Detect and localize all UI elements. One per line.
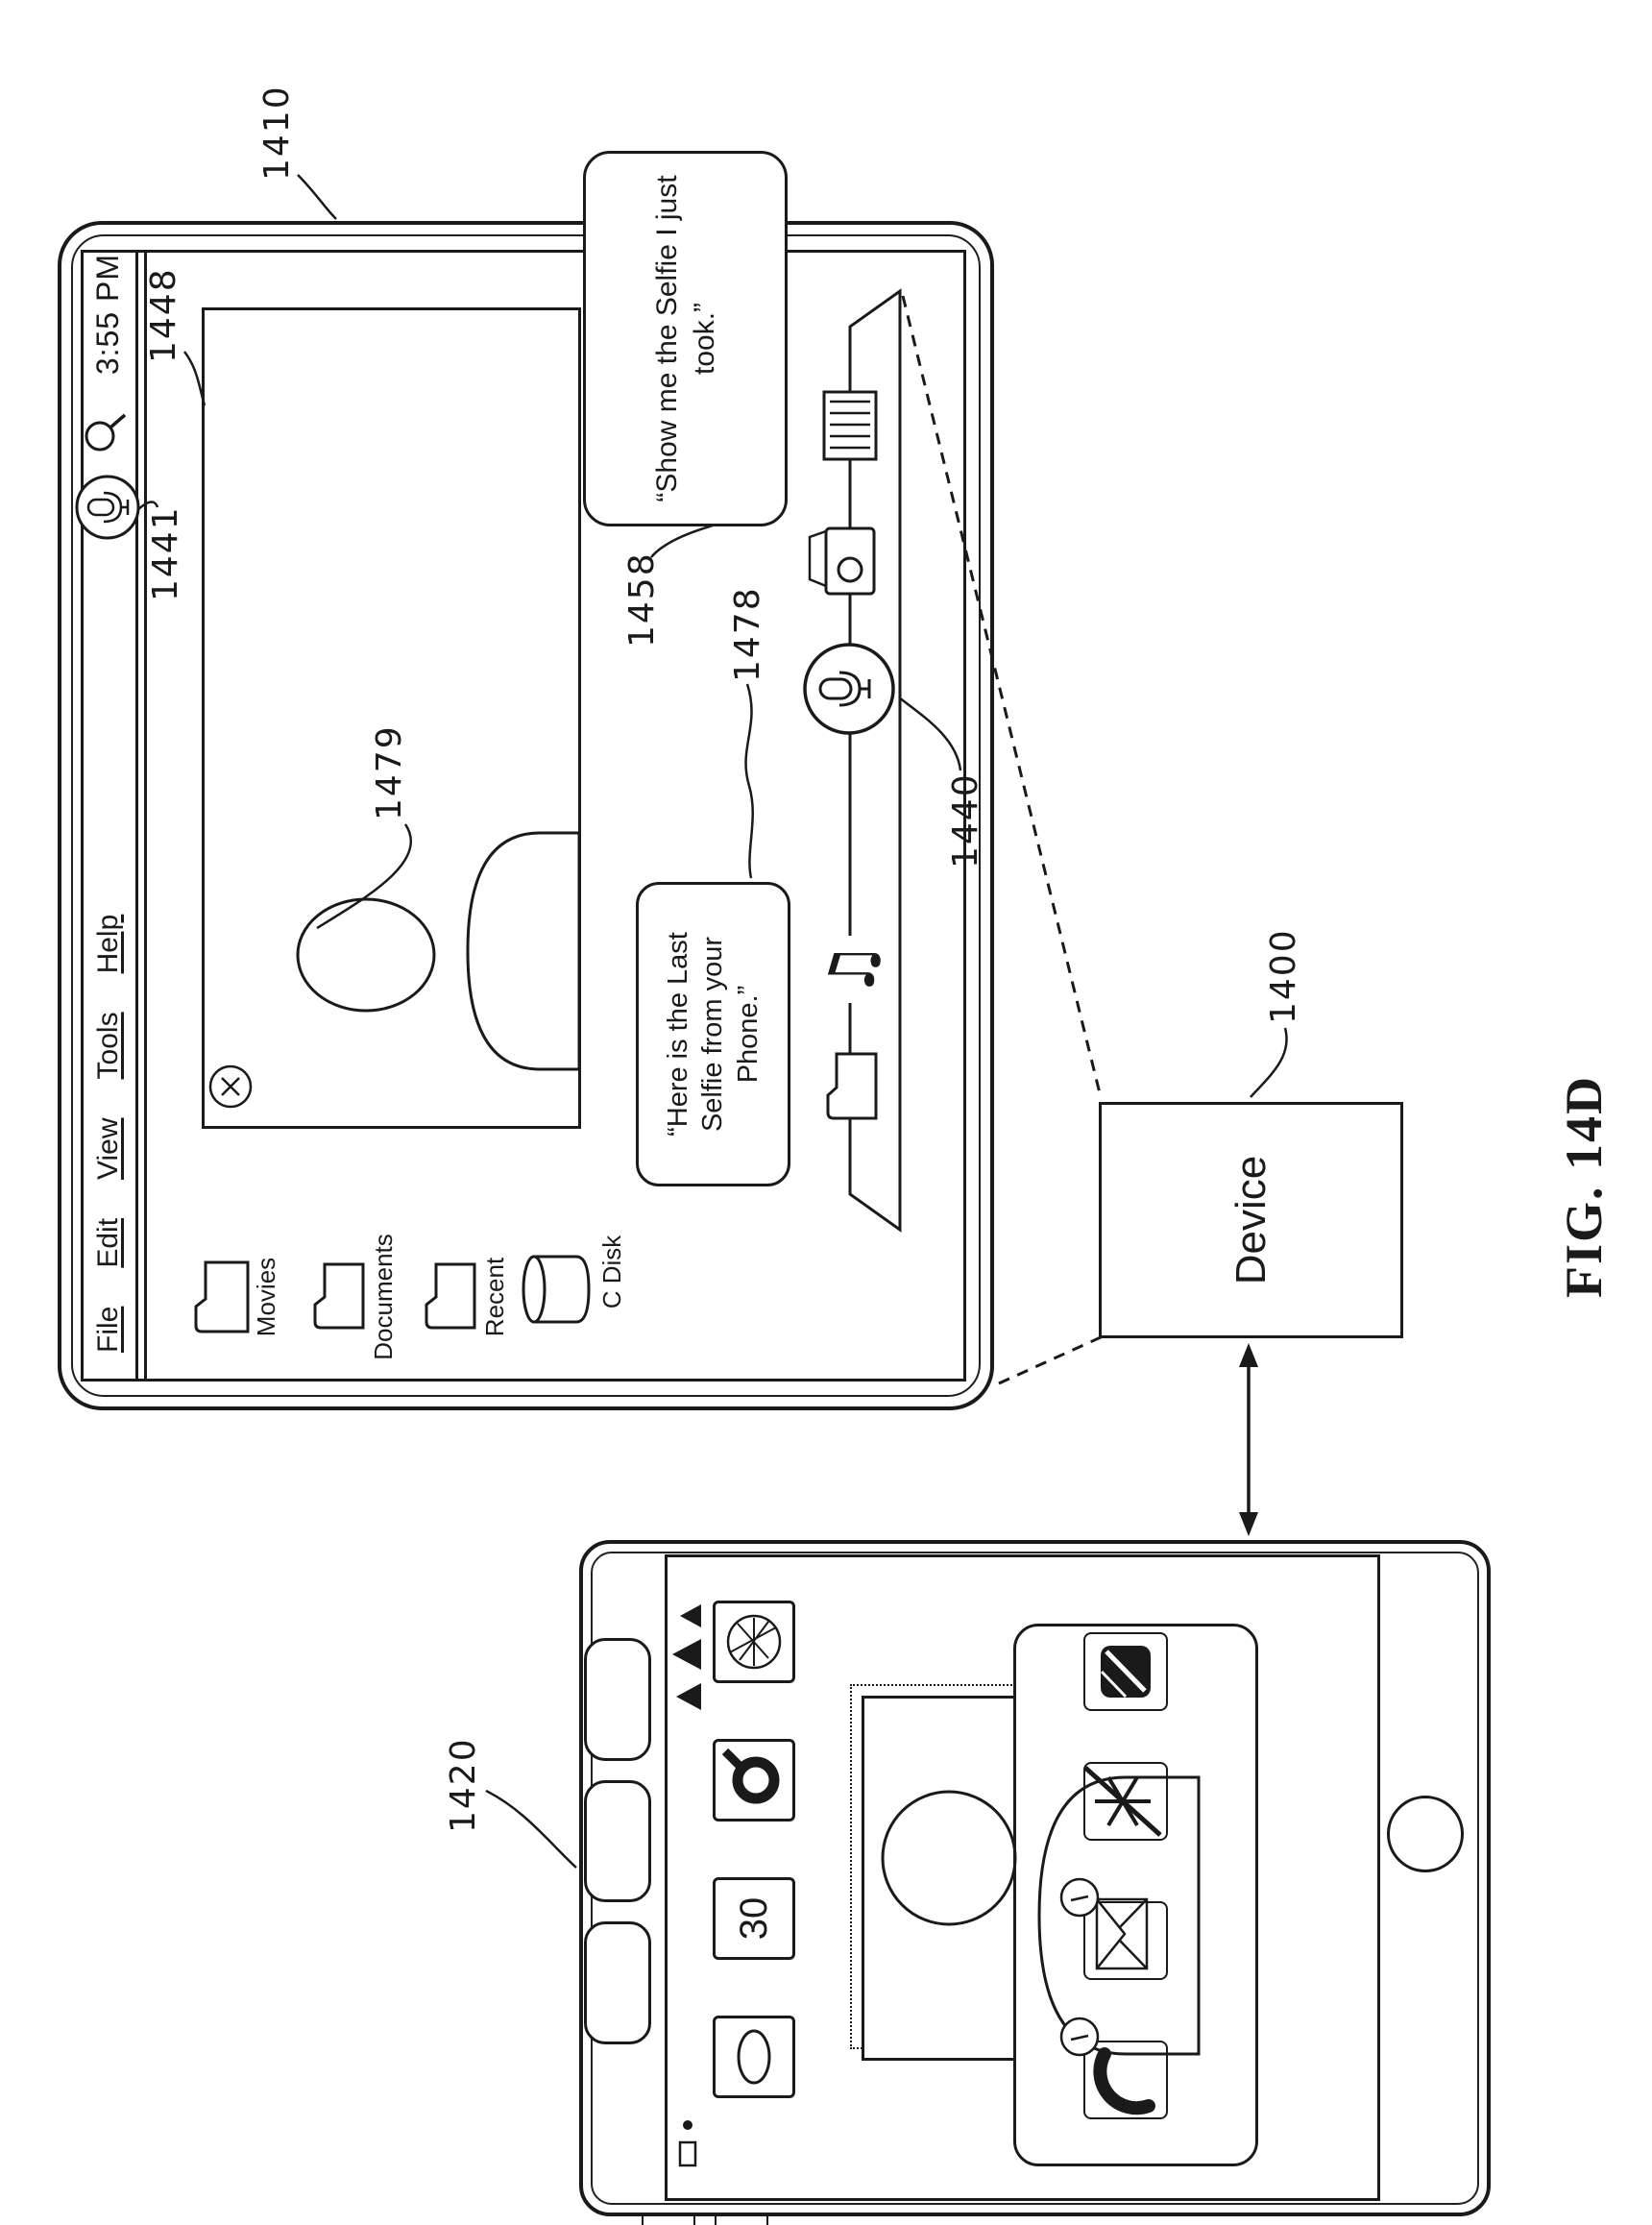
menu-item-edit: Edit [91, 1217, 124, 1268]
arrowhead-right [1239, 1343, 1258, 1367]
phone-app-icon-calendar: 30 [713, 1877, 795, 1960]
ref-label-1440: 1440 [946, 772, 985, 868]
phone-bezel-button-3 [584, 1638, 651, 1761]
photo-window [202, 307, 581, 1129]
phone-app-icon-globe [713, 1601, 795, 1683]
voice-query-bubble: “Show me the Selfie I just took.” [583, 151, 788, 526]
ref-label-1400: 1400 [1264, 928, 1303, 1024]
phone-home-button [1387, 1796, 1464, 1872]
phone-app-icon-mirror [713, 2016, 795, 2098]
phone-dock-icon-flash-off [1083, 1762, 1168, 1841]
figure-caption: FIG. 14D [1555, 1075, 1613, 1298]
leader-1420 [485, 1789, 577, 1869]
ref-label-1420: 1420 [444, 1737, 483, 1833]
menu-item-view: View [91, 1117, 124, 1180]
phone-dock-icon-phone [1083, 2041, 1168, 2119]
ref-label-1478: 1478 [728, 586, 767, 682]
assistant-reply-line2: Selfie from your [697, 936, 729, 1133]
phone-dock-icon-mail [1083, 1901, 1168, 1980]
phone-dock-icon-media [1083, 1632, 1168, 1711]
sidebar-item-cdisk-label: C Disk [597, 1235, 626, 1309]
menu-item-file: File [91, 1306, 124, 1353]
assistant-reply-line3: Phone.” [732, 985, 764, 1084]
leader-1400 [1250, 1027, 1288, 1098]
ref-label-1448: 1448 [144, 267, 183, 363]
voice-query-line1: “Show me the Selfie I just [650, 175, 683, 502]
calendar-date-text: 30 [732, 1896, 775, 1941]
ref-label-1479: 1479 [370, 724, 409, 820]
assistant-reply-bubble: “Here is the Last Selfie from your Phone… [636, 882, 790, 1186]
device-box-label: Device [1227, 1155, 1275, 1285]
phone-bezel-button-2 [584, 1780, 651, 1902]
voice-query-line2: took.” [688, 302, 720, 376]
ref-label-1458: 1458 [622, 551, 662, 648]
menu-item-help: Help [91, 914, 124, 974]
phone-app-icon-lens [713, 1739, 795, 1822]
callout-dash-left [998, 1335, 1102, 1385]
menu-bar: File Edit View Tools Help [81, 250, 138, 1381]
device-box: Device [1099, 1102, 1403, 1338]
sidebar-item-movies-label: Movies [252, 1257, 280, 1337]
arrowhead-left [1239, 1512, 1258, 1536]
sidebar-item-documents-label: Documents [369, 1234, 398, 1360]
menu-bar-separator [144, 250, 147, 1381]
ref-label-1410: 1410 [257, 85, 297, 181]
assistant-reply-line1: “Here is the Last [663, 932, 694, 1137]
ref-label-1441: 1441 [146, 505, 185, 601]
phone-device-arrow [1239, 1343, 1258, 1536]
clock-text: 3:55 PM [90, 254, 125, 376]
sidebar-item-recent-label: Recent [480, 1257, 509, 1337]
menu-item-tools: Tools [91, 1012, 124, 1080]
leader-1410 [297, 174, 337, 220]
phone-bezel-button-1 [584, 1921, 651, 2044]
